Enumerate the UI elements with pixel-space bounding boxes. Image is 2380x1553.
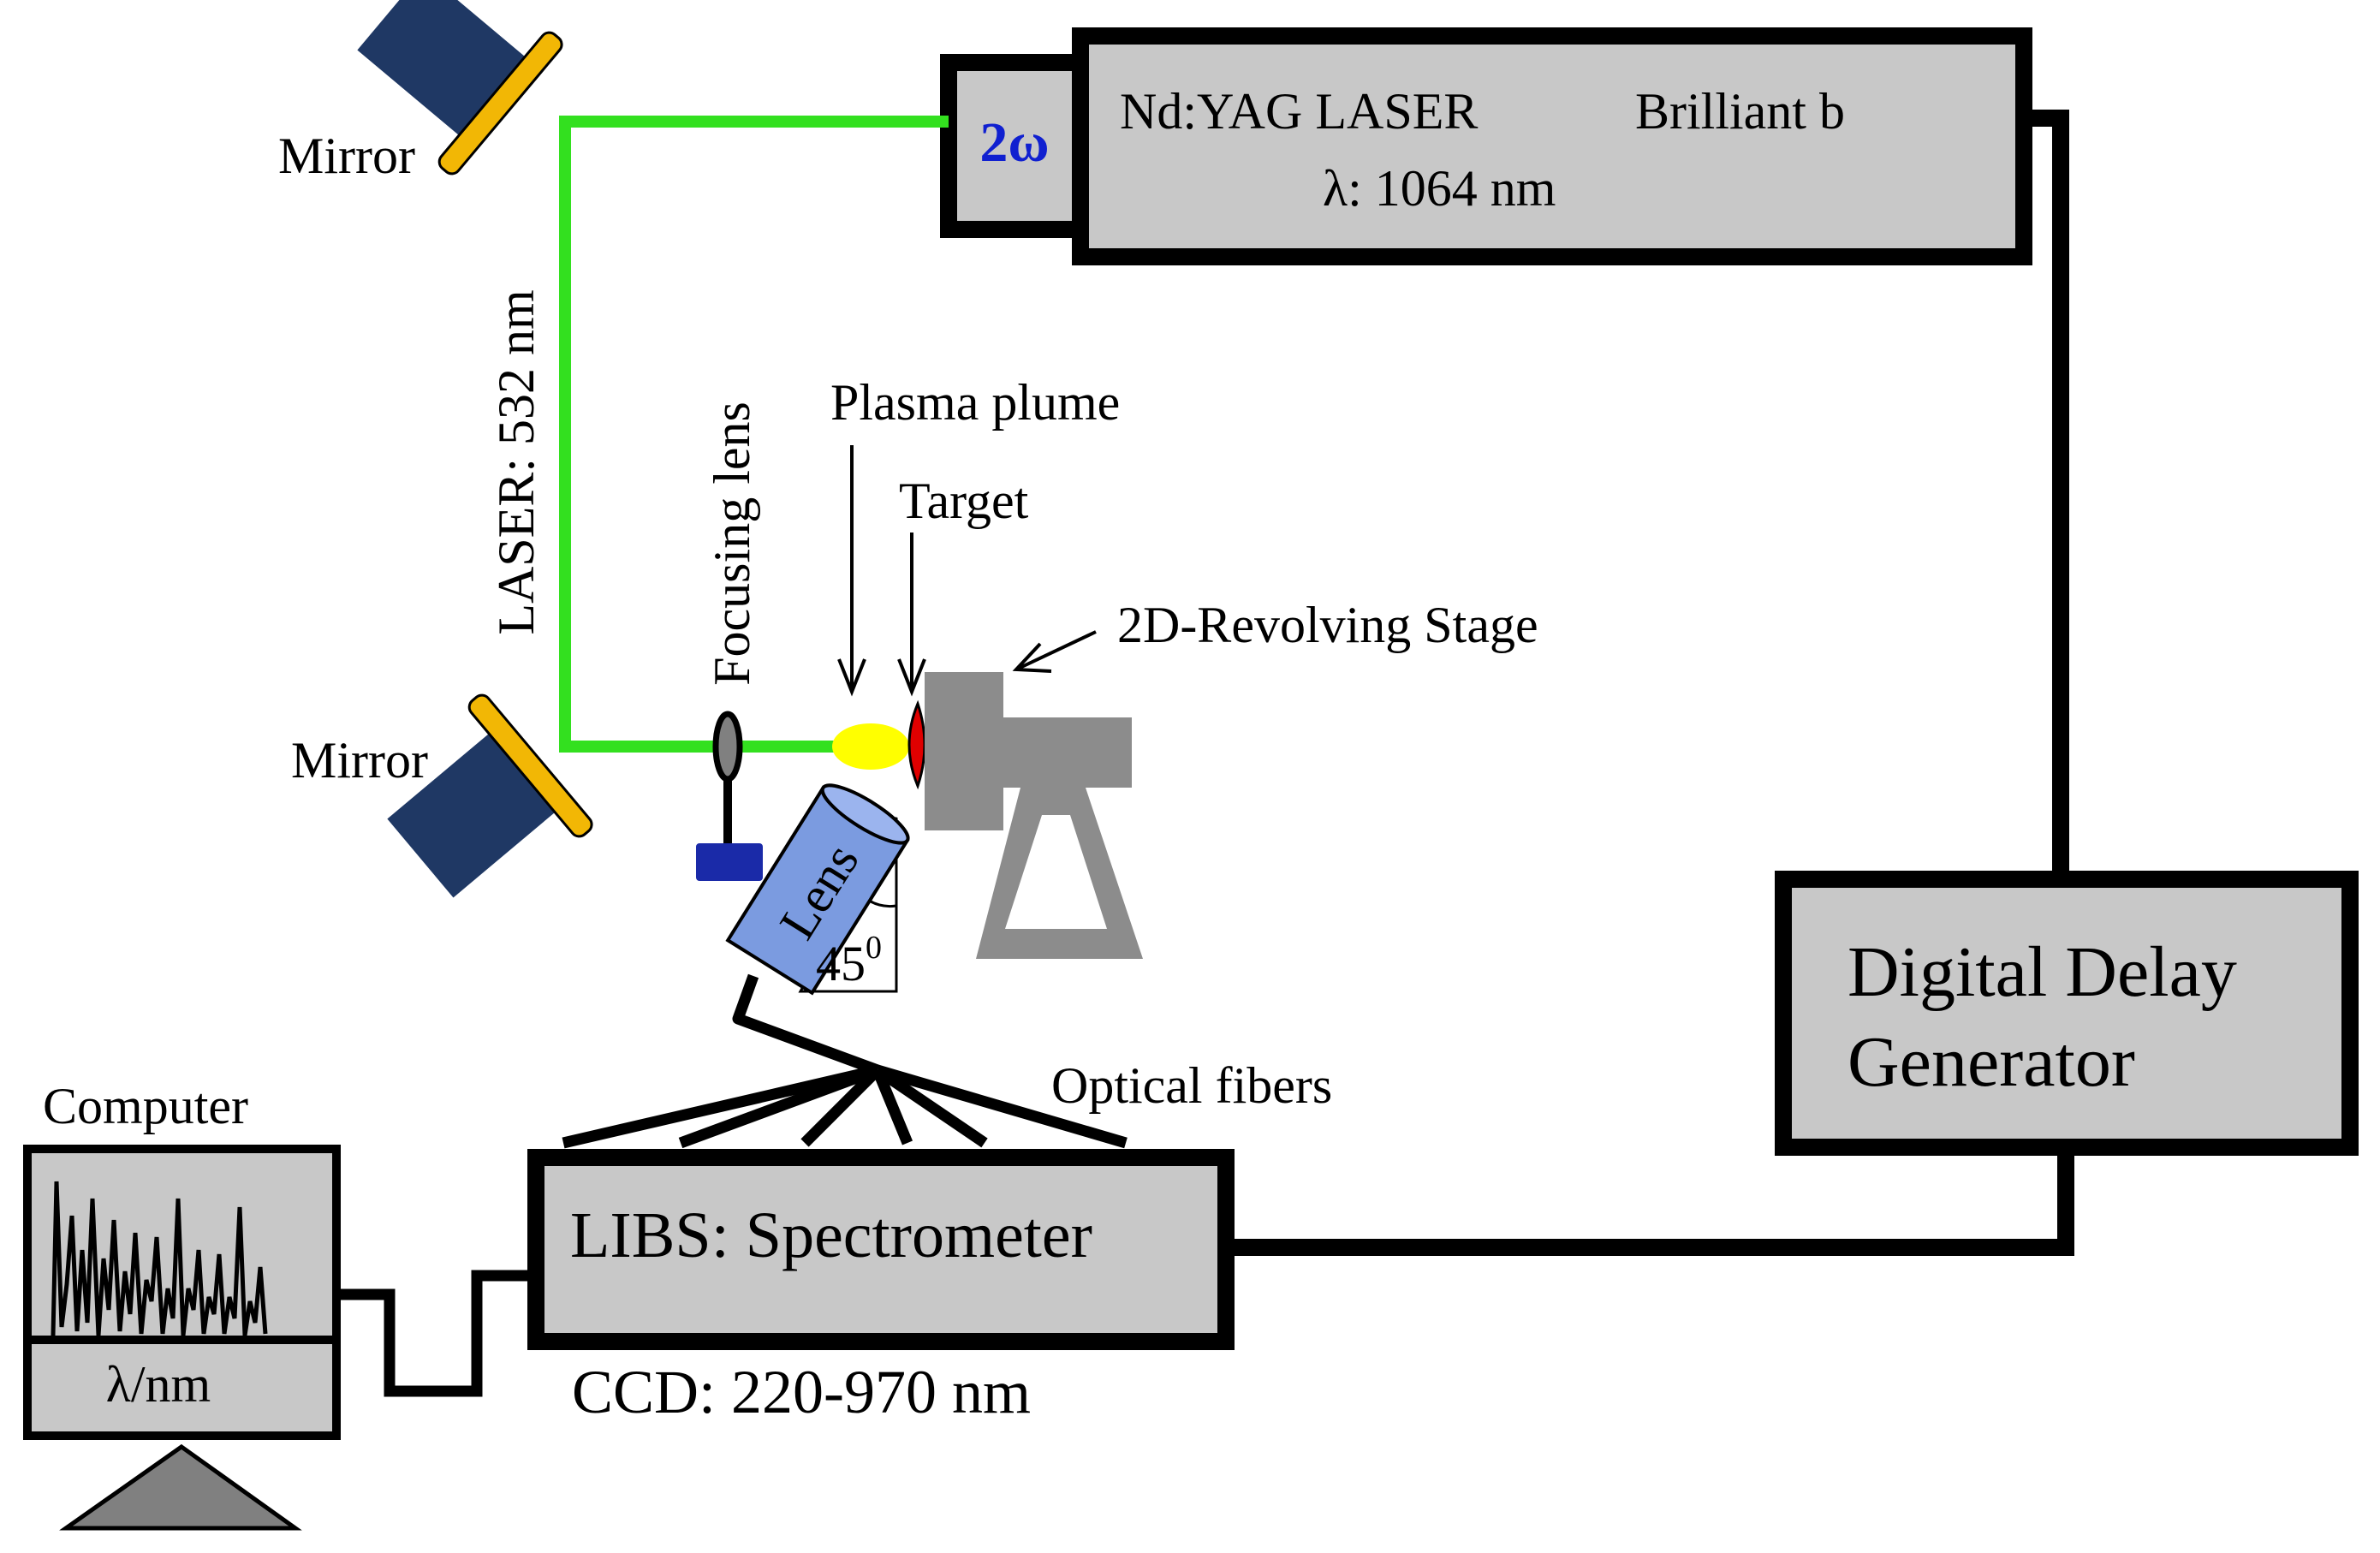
plasma-plume bbox=[832, 723, 909, 770]
mirror-bottom-face bbox=[467, 693, 593, 838]
spectrometer-to-computer-cable bbox=[336, 1270, 536, 1397]
stage-arrow bbox=[1012, 630, 1097, 673]
spectrometer-ccd: CCD: 220-970 nm bbox=[572, 1358, 1031, 1426]
focusing-lens-label: Focusing lens bbox=[704, 402, 760, 686]
angle-label: 450 bbox=[816, 930, 882, 991]
computer-stand bbox=[59, 1443, 302, 1531]
laser-name: Nd:YAG LASER bbox=[1120, 83, 1478, 140]
mirror-top bbox=[357, 0, 563, 176]
harmonic-label: 2ω bbox=[979, 111, 1049, 174]
harmonic-module bbox=[940, 54, 1089, 238]
laser-wavelength: λ: 1064 nm bbox=[1323, 160, 1556, 217]
plasma-plume-label: Plasma plume bbox=[830, 374, 1120, 431]
delay-generator-box bbox=[1775, 871, 2359, 1156]
plasma-plume-arrow bbox=[837, 445, 866, 697]
fibers-label: Optical fibers bbox=[1051, 1057, 1332, 1114]
laser-model: Brilliant b bbox=[1635, 83, 1845, 140]
target bbox=[907, 699, 926, 790]
computer-label: Computer bbox=[43, 1078, 248, 1134]
revolving-stage bbox=[925, 672, 1143, 959]
mirror-bottom bbox=[387, 693, 593, 898]
delay-to-spectrometer-cable bbox=[1226, 1147, 2074, 1256]
spectrometer-box bbox=[527, 1149, 1235, 1350]
beam-label: LASER: 532 nm bbox=[488, 289, 544, 634]
mirror-top-face bbox=[437, 31, 563, 176]
laser-body bbox=[1072, 27, 2032, 265]
angle-value: 45 bbox=[816, 936, 866, 991]
target-arrow bbox=[897, 533, 926, 697]
delay-generator-line2: Generator bbox=[1847, 1022, 2135, 1102]
delay-generator-line1: Digital Delay bbox=[1847, 932, 2237, 1012]
focusing-lens-base bbox=[696, 843, 763, 881]
mirror-top-body bbox=[357, 0, 527, 138]
focusing-lens bbox=[712, 711, 743, 782]
collection-lens: Lens bbox=[725, 783, 910, 996]
target-label: Target bbox=[899, 473, 1029, 529]
mirror-bottom-label: Mirror bbox=[291, 732, 428, 788]
angle-degree: 0 bbox=[866, 930, 882, 966]
computer-axis-label: λ/nm bbox=[106, 1356, 211, 1413]
optical-fibers bbox=[562, 973, 1128, 1149]
spectrum-trace bbox=[51, 1181, 268, 1336]
mirror-bottom-body bbox=[387, 731, 557, 898]
mirror-top-label: Mirror bbox=[278, 128, 415, 184]
stage-label: 2D-Revolving Stage bbox=[1117, 597, 1538, 653]
spectrometer-name: LIBS: Spectrometer bbox=[570, 1199, 1092, 1271]
laser-to-delay-cable bbox=[2024, 110, 2069, 879]
